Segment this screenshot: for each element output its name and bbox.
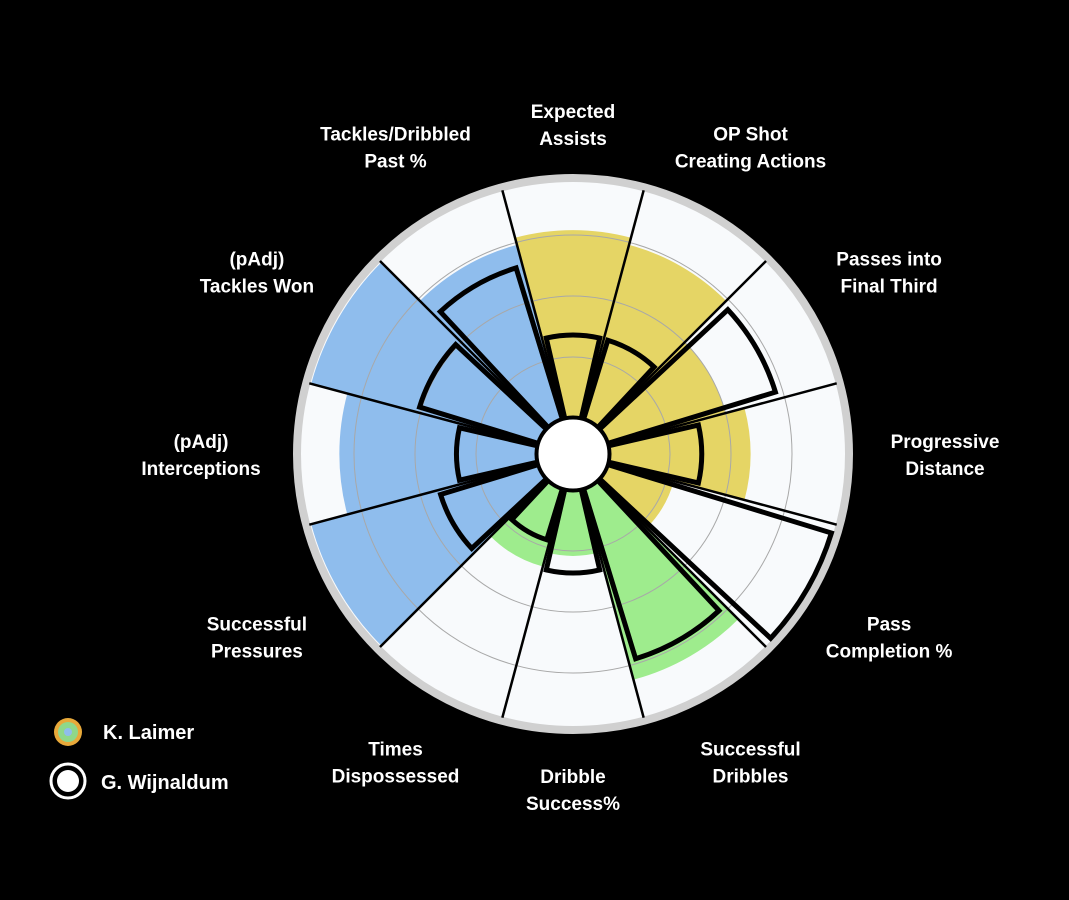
laimer-wedge xyxy=(515,230,631,420)
slice-separator xyxy=(581,189,645,420)
legend-wijnaldum-label: G. Wijnaldum xyxy=(101,772,229,794)
laimer-wedge xyxy=(490,479,564,567)
category-label-line: Assists xyxy=(539,129,607,150)
legend: K. Laimer G. Wijnaldum xyxy=(49,718,229,800)
slice-separator xyxy=(379,478,549,648)
legend-laimer-icon-core xyxy=(64,728,72,736)
category-label-line: Past % xyxy=(364,152,426,173)
category-label-line: Tackles/Dribbled xyxy=(320,125,471,146)
category-label-line: Dispossessed xyxy=(332,766,460,787)
slice-separator xyxy=(597,260,767,430)
category-label-line: Progressive xyxy=(891,432,1000,453)
category-label-line: Expected xyxy=(531,102,615,123)
slice-separator xyxy=(501,488,565,719)
slice-separator xyxy=(597,478,767,648)
category-label-line: Tackles Won xyxy=(200,277,314,298)
slice-separator xyxy=(607,462,838,526)
legend-wijnaldum-icon-inner xyxy=(57,770,79,792)
category-label-line: Completion % xyxy=(826,642,953,663)
gridlines xyxy=(353,234,793,674)
category-label-line: Success% xyxy=(526,794,620,815)
category-label-line: Distance xyxy=(905,459,984,480)
category-label-line: Interceptions xyxy=(141,459,260,480)
laimer-wedge xyxy=(339,393,539,515)
center-circle xyxy=(535,416,611,492)
category-label-line: Dribbles xyxy=(712,766,788,787)
gridline xyxy=(475,356,671,552)
category-label-line: Times xyxy=(368,739,423,760)
category-label: (pAdj) Tackles Won xyxy=(200,250,314,298)
laimer-wedge xyxy=(582,244,727,429)
category-label-line: Passes into xyxy=(836,250,942,271)
category-label-line: OP Shot xyxy=(713,125,788,146)
slice-separator xyxy=(308,382,539,446)
slice-separator xyxy=(581,488,645,719)
gridline xyxy=(414,295,732,613)
legend-laimer-label: K. Laimer xyxy=(103,722,194,744)
category-label-line: Creating Actions xyxy=(675,152,826,173)
category-label-line: (pAdj) xyxy=(174,432,229,453)
category-label-line: Successful xyxy=(700,739,800,760)
laimer-wedge xyxy=(419,244,564,429)
category-label-line: Successful xyxy=(207,615,307,636)
slice-separator xyxy=(607,382,838,446)
category-label-line: Pressures xyxy=(211,642,303,663)
gridline xyxy=(353,234,793,674)
category-label-line: Dribble xyxy=(540,767,605,788)
slice-separator xyxy=(379,260,549,430)
slice-separator xyxy=(501,189,565,420)
laimer-wedge xyxy=(607,408,751,500)
category-label-line: Pass xyxy=(867,615,911,636)
slice-separators xyxy=(308,189,838,719)
center-hole xyxy=(535,416,611,492)
slice-separator xyxy=(308,462,539,526)
category-label-line: Final Third xyxy=(841,277,938,298)
category-label-line: (pAdj) xyxy=(229,250,284,271)
category-label: (pAdj) Interceptions xyxy=(141,432,260,480)
